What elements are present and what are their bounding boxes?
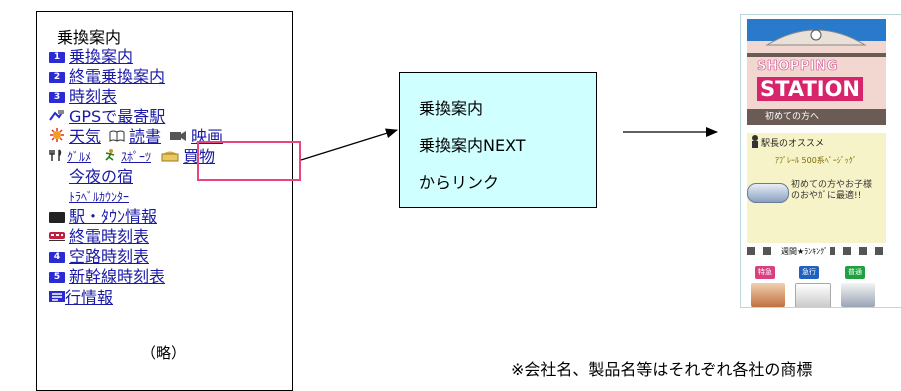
sun-icon — [49, 127, 65, 147]
menu-item-transfer[interactable]: 1 乗換案内 — [49, 47, 133, 67]
info-line-3: からリンク — [419, 173, 500, 192]
trademark-footnote: ※会社名、製品名等はそれぞれ各社の商標 — [511, 360, 813, 379]
fork-knife-icon — [49, 147, 63, 167]
menu-item-label[interactable]: 今夜の宿 — [69, 167, 134, 186]
menu-item-travel-counter[interactable]: ﾄﾗﾍﾞﾙｶｳﾝﾀｰ — [69, 187, 129, 207]
info-line-2: 乗換案内NEXT — [419, 136, 526, 155]
train-toy-image — [747, 183, 789, 203]
menu-item-timetable[interactable]: 3 時刻表 — [49, 87, 117, 107]
menu-item-shopping[interactable]: 買物 — [183, 147, 216, 166]
badge-express[interactable]: 急行 — [799, 266, 819, 279]
menu-title: 乗換案内 — [57, 28, 122, 47]
menu-item-tonight-inn[interactable]: 今夜の宿 — [69, 167, 133, 187]
menu-item-label[interactable]: GPSで最寄駅 — [69, 107, 166, 126]
menu-item-gourmet[interactable]: ｸﾞﾙﾒ — [67, 150, 92, 164]
runner-icon — [103, 147, 117, 167]
menu-item-air-timetable[interactable]: 4 空路時刻表 — [49, 247, 149, 267]
menu-item-operation[interactable]: 行情報 — [49, 288, 113, 308]
recommend-note-line-1: 初めての方やお子様 — [791, 180, 873, 190]
number-2-icon: 2 — [49, 71, 65, 83]
station-roof-graphic — [747, 19, 886, 59]
badge-limited-express[interactable]: 特急 — [755, 266, 775, 279]
menu-item-label[interactable]: 終電時刻表 — [69, 227, 150, 246]
first-visit-link[interactable]: 初めての方へ — [747, 109, 886, 125]
number-1-icon: 1 — [49, 51, 65, 63]
operation-info-icon — [49, 288, 65, 308]
product-thumb-3[interactable] — [841, 283, 875, 307]
shopping-bag-icon — [161, 147, 179, 167]
omitted-note: （略） — [141, 344, 187, 362]
menu-item-label[interactable]: 行情報 — [65, 288, 114, 307]
menu-item-last-train[interactable]: 2 終電乗換案内 — [49, 67, 165, 87]
number-3-icon: 3 — [49, 91, 65, 103]
logo-shopping: SHOPPING — [757, 59, 838, 75]
menu-item-sports[interactable]: ｽﾎﾟｰﾂ — [121, 150, 152, 164]
film-icon — [169, 127, 187, 147]
menu-item-label[interactable]: 新幹線時刻表 — [69, 267, 166, 286]
satellite-icon — [49, 107, 65, 127]
menu-item-label[interactable]: 終電乗換案内 — [69, 67, 166, 86]
menu-row-gourmet-sports-shopping: ｸﾞﾙﾒ ｽﾎﾟｰﾂ 買物 — [49, 147, 215, 167]
menu-item-gps[interactable]: GPSで最寄駅 — [49, 107, 165, 127]
menu-item-shinkansen[interactable]: 5 新幹線時刻表 — [49, 267, 165, 287]
book-icon — [109, 127, 125, 147]
train-icon — [49, 227, 65, 247]
link-info-box: 乗換案内 乗換案内NEXT からリンク — [399, 72, 597, 208]
shop-header-graphic: SHOPPING STATION — [747, 19, 886, 111]
menu-item-label[interactable]: 空路時刻表 — [69, 247, 150, 266]
menu-row-weather-reading-movie: 天気 読書 映画 — [49, 127, 223, 147]
menu-panel: 乗換案内 1 乗換案内 2 終電乗換案内 3 時刻表 GPSで最寄駅 天気 読書… — [36, 11, 293, 391]
menu-item-reading[interactable]: 読書 — [129, 127, 162, 146]
product-thumb-1[interactable] — [751, 283, 785, 307]
number-4-icon: 4 — [49, 251, 65, 263]
weekly-ranking-title: 週間★ﾗﾝｷﾝｸﾞ — [779, 246, 831, 257]
menu-item-label[interactable]: 時刻表 — [69, 87, 118, 106]
menu-item-label[interactable]: ﾄﾗﾍﾞﾙｶｳﾝﾀｰ — [69, 190, 130, 204]
station-master-title: 駅長のオススメ — [761, 139, 825, 149]
menu-item-weather[interactable]: 天気 — [69, 127, 102, 146]
product-thumb-2[interactable] — [795, 283, 831, 307]
shopping-highlight-box — [197, 141, 301, 181]
number-5-icon: 5 — [49, 271, 65, 283]
logo-station: STATION — [757, 77, 864, 101]
arrow-to-info-box — [300, 128, 398, 161]
badge-local[interactable]: 普通 — [845, 266, 865, 279]
info-line-1: 乗換案内 — [419, 99, 484, 118]
menu-item-station-town[interactable]: 駅・ﾀｳﾝ情報 — [49, 207, 157, 227]
recommend-note: 初めての方やお子様 のおやｶﾞに最適!! — [791, 180, 872, 202]
station-sign-icon — [49, 211, 65, 223]
menu-item-label[interactable]: 駅・ﾀｳﾝ情報 — [69, 207, 158, 226]
station-master-icon — [752, 135, 758, 148]
menu-item-label[interactable]: 乗換案内 — [69, 47, 134, 66]
menu-item-last-timetable[interactable]: 終電時刻表 — [49, 227, 149, 247]
recommend-product-link[interactable]: ｱﾌﾞﾚｰﾙ 500系ﾍﾟｰｼﾞｯｸﾞ — [775, 156, 857, 165]
recommend-note-line-2: のおやｶﾞに最適!! — [791, 191, 862, 201]
shopping-site-screenshot: SHOPPING STATION 初めての方へ 駅長のオススメ ｱﾌﾞﾚｰﾙ 5… — [740, 14, 901, 308]
